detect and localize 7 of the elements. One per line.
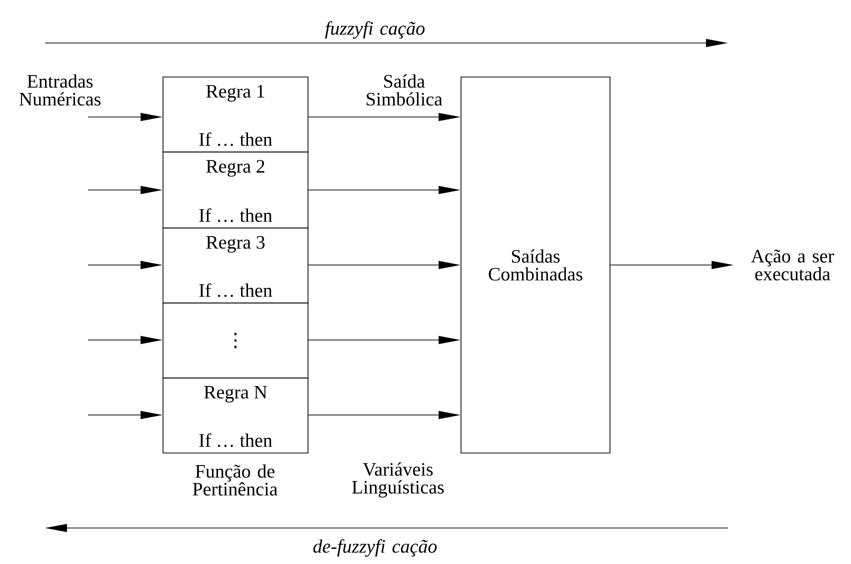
- combiner-box: Saídas Combinadas: [460, 76, 610, 454]
- output-text: Ação a ser executada: [751, 250, 834, 280]
- output-label: Saída Simbólica: [366, 74, 442, 106]
- variable-label: Variáveis Linguísticas: [352, 462, 444, 498]
- process-label: de-fuzzyfi cação: [313, 539, 437, 557]
- input-label: Entradas Numéricas: [19, 74, 100, 106]
- process-label: fuzzyfi cação: [325, 21, 425, 39]
